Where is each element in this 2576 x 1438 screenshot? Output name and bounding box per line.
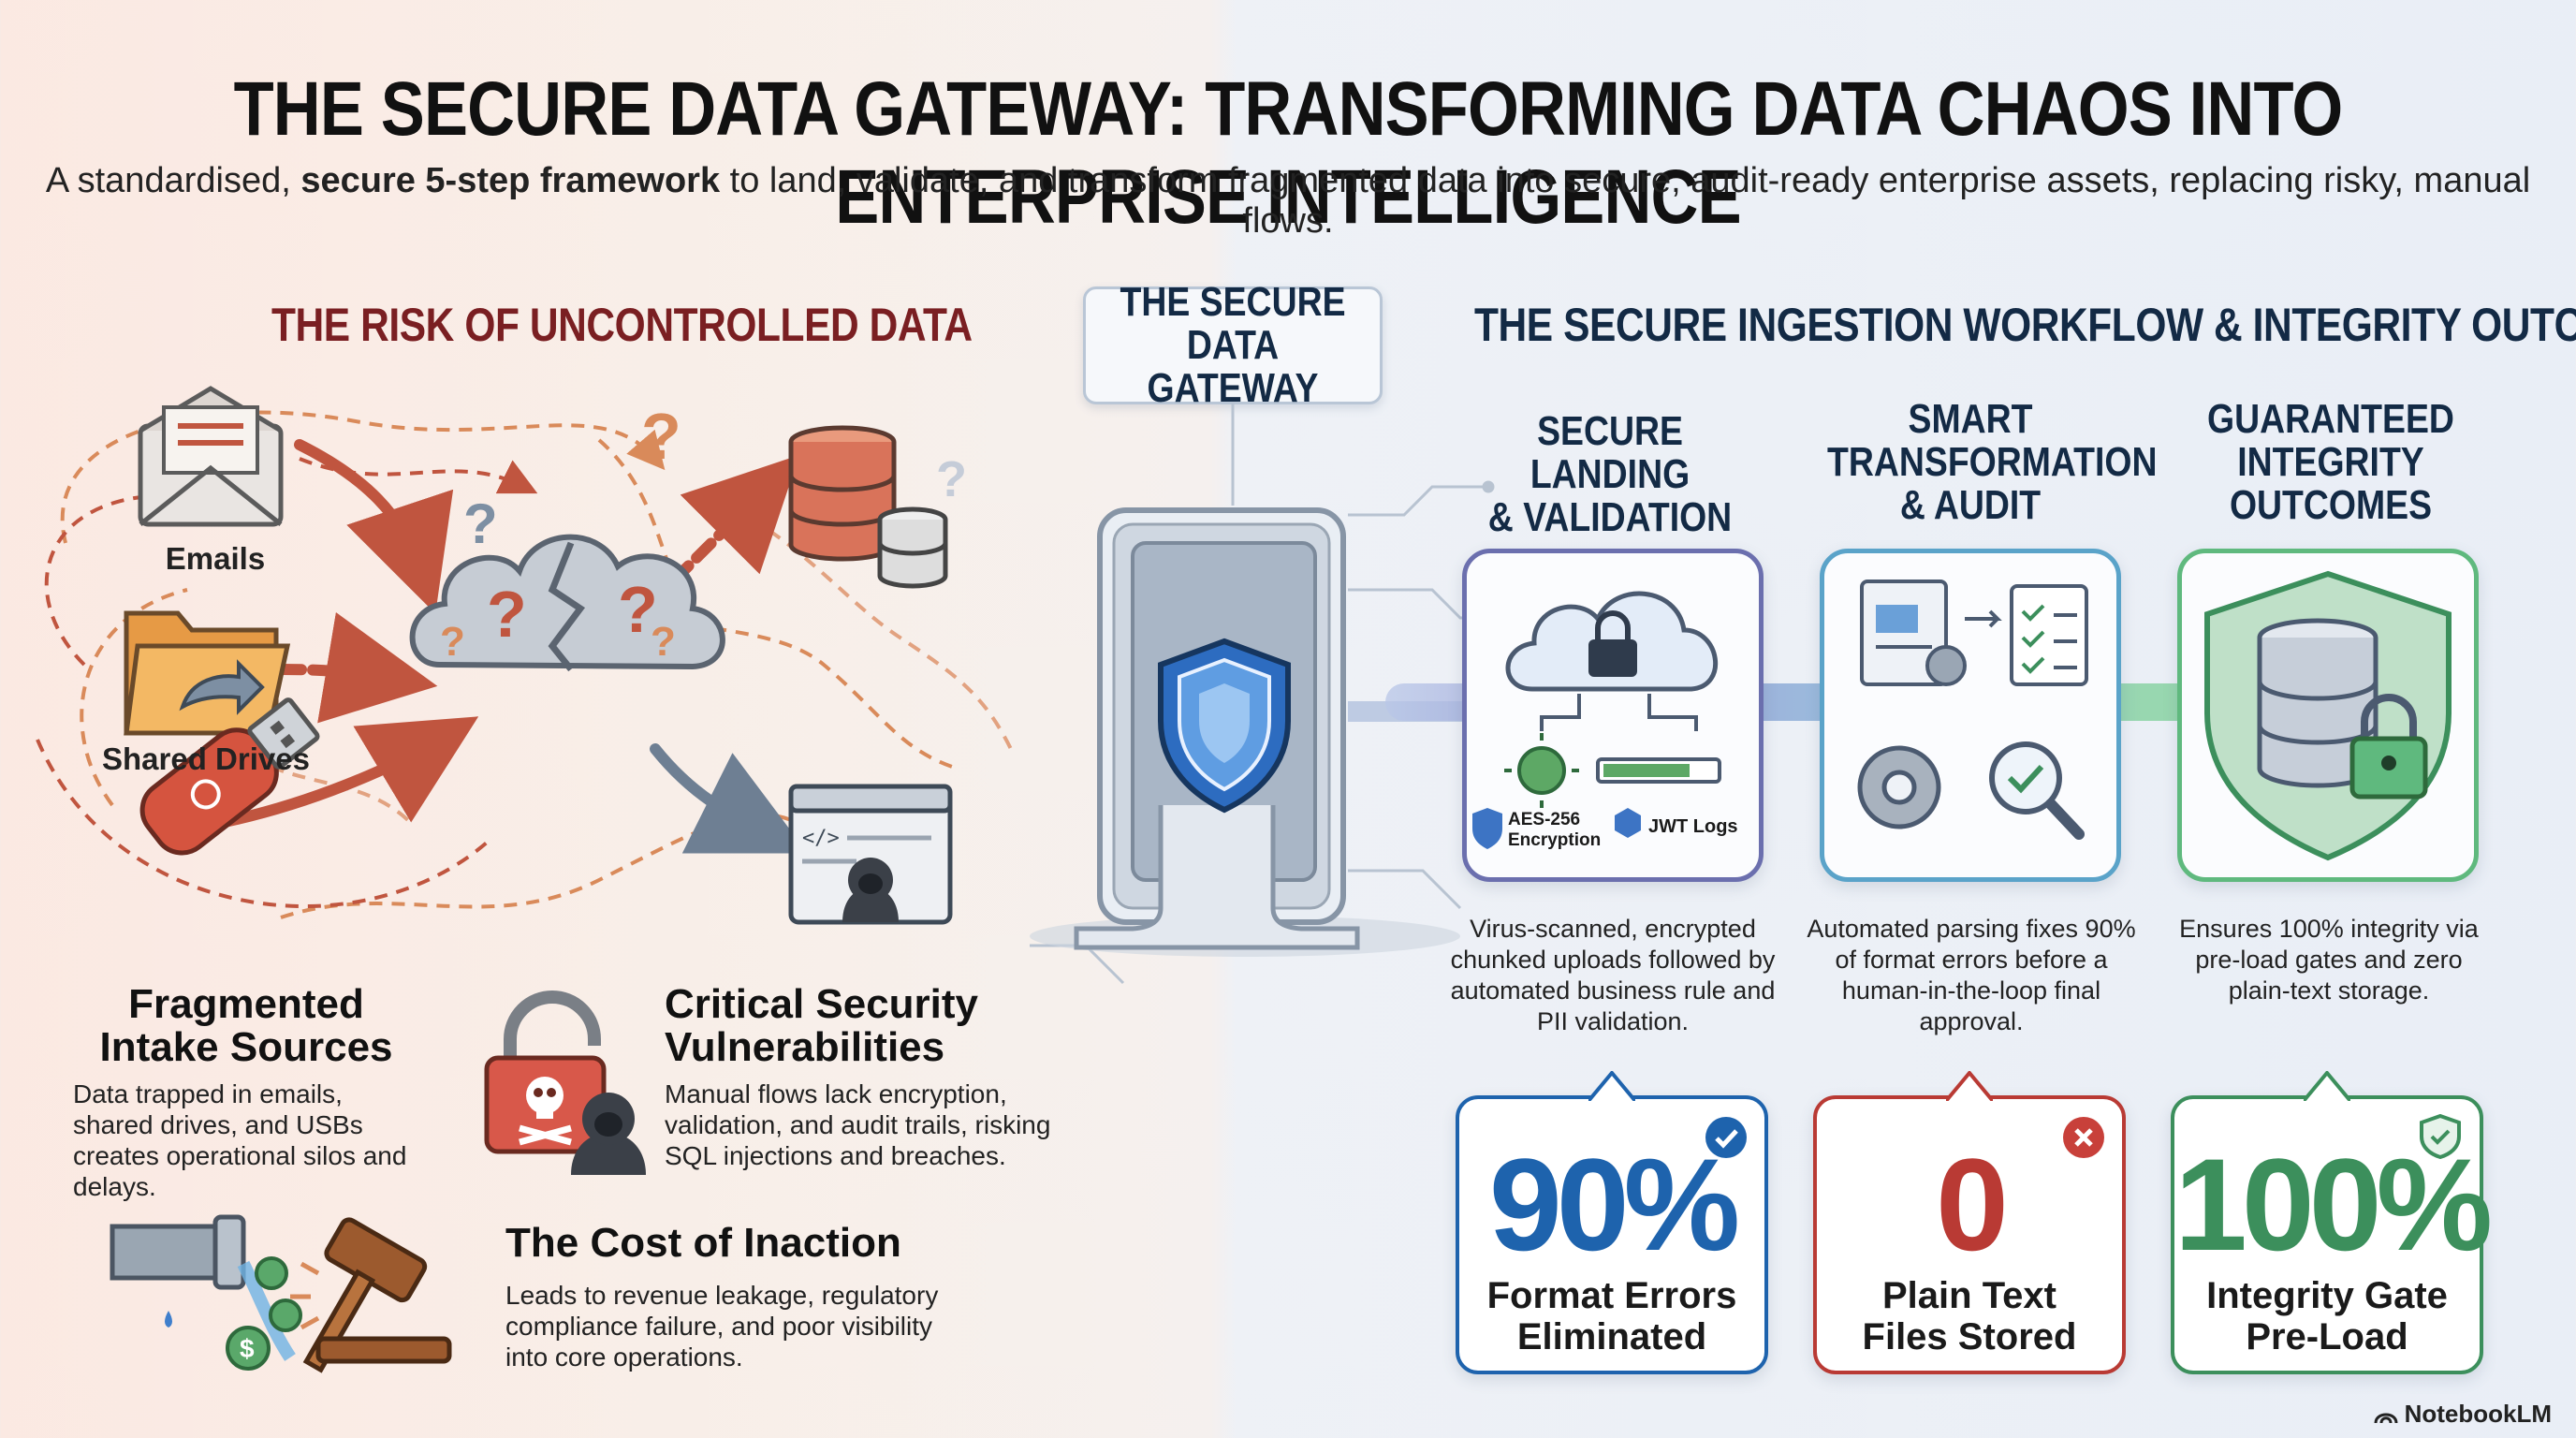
close-icon <box>2063 1117 2104 1158</box>
padlock-skull-icon <box>484 990 646 1175</box>
shield-icon <box>1158 638 1291 814</box>
step-card-illustration: AES-256 JWT Logs Encryption <box>1472 591 1738 850</box>
step-card-smart-transformation <box>1820 549 2121 882</box>
step-card-secure-landing: AES-256 JWT Logs Encryption <box>1462 549 1764 882</box>
risk-item-fragmented: Fragmented Intake Sources Data trapped i… <box>73 983 419 1202</box>
database-icon <box>2257 618 2378 788</box>
gateway-label-box: THE SECURE DATA GATEWAY <box>1083 281 1383 410</box>
badge-aes-line2: Encryption <box>1508 830 1601 850</box>
virus-icon <box>1517 746 1566 795</box>
svg-text:?: ? <box>618 573 658 646</box>
source-label-shared-drives: Shared Drives <box>102 741 310 776</box>
card-pointer <box>1946 1071 1993 1101</box>
question-mark-icon: ? <box>641 400 681 473</box>
page-subtitle: A standardised, secure 5-step framework … <box>0 161 2576 242</box>
metric-value: 0 <box>1936 1131 2009 1278</box>
database-icon <box>788 425 948 589</box>
risk-title: The Cost of Inaction <box>505 1220 901 1266</box>
step-card-integrity-outcomes <box>2177 549 2479 882</box>
hacker-window-icon: </> <box>788 784 953 925</box>
step-title-smart-transformation: SMART TRANSFORMATION & AUDIT <box>1827 396 2158 528</box>
card-pointer <box>2304 1071 2350 1101</box>
question-mark-icon: ? <box>936 451 967 507</box>
badge-aes: AES-256 <box>1508 810 1580 829</box>
workflow-section-heading: THE SECURE INGESTION WORKFLOW & INTEGRIT… <box>1474 299 2576 351</box>
metric-card-format-errors: 90% Format Errors Eliminated <box>1456 1071 1768 1374</box>
gateway-label: THE SECURE DATA GATEWAY <box>1120 279 1346 411</box>
broken-cloud-icon: ? ? ? ? <box>409 534 725 672</box>
step-card-illustration <box>1857 580 2088 840</box>
data-chaos-illustration: ? ? ? ? ? ? ? </> <box>36 386 1013 925</box>
step-title-secure-landing: SECURE LANDING & VALIDATION <box>1487 408 1733 540</box>
card-pointer <box>1588 1071 1635 1101</box>
risk-title: Critical Security Vulnerabilities <box>665 981 979 1070</box>
source-label-emails: Emails <box>165 541 266 576</box>
gateway-device-illustration <box>1030 403 1498 985</box>
cube-icon <box>1615 808 1641 838</box>
risk-title: Fragmented Intake Sources <box>99 981 393 1070</box>
metric-label: Plain Text Files Stored <box>1862 1275 2077 1357</box>
svg-text:?: ? <box>651 619 676 665</box>
question-mark-icon: ? <box>463 492 498 555</box>
metric-label: Integrity Gate Pre-Load <box>2206 1275 2448 1357</box>
svg-text:?: ? <box>487 578 527 651</box>
email-envelope-icon <box>138 386 284 527</box>
lock-icon <box>1588 639 1637 677</box>
subtitle-text-start: A standardised, <box>45 161 301 200</box>
risk-description: Manual flows lack encryption, validation… <box>665 1079 1051 1170</box>
metric-value: 90% <box>1488 1131 1740 1278</box>
step-description: Automated parsing fixes 90% of format er… <box>1807 915 2136 1035</box>
shield-icon <box>1472 808 1502 849</box>
metric-card-integrity-gate: 100% Integrity Gate Pre-Load <box>2171 1071 2493 1374</box>
step-card-illustration <box>2204 570 2452 861</box>
metric-card-plain-text: 0 Plain Text Files Stored <box>1813 1071 2126 1374</box>
check-icon <box>1705 1117 1747 1158</box>
magnifier-icon <box>1989 741 2062 814</box>
subtitle-bold: secure 5-step framework <box>300 161 721 200</box>
usb-drive-icon <box>139 697 320 856</box>
gear-icon <box>1925 645 1967 686</box>
shield-check-icon <box>2420 1114 2461 1159</box>
checklist-icon <box>2010 584 2088 686</box>
brand-name: NotebookLM <box>2404 1400 2552 1428</box>
metric-label: Format Errors Eliminated <box>1486 1275 1737 1357</box>
svg-text:$: $ <box>240 1334 255 1363</box>
risk-description: Data trapped in emails, shared drives, a… <box>73 1079 407 1201</box>
risk-section-heading: THE RISK OF UNCONTROLLED DATA <box>271 299 973 351</box>
notebooklm-logo-icon <box>2374 1413 2398 1423</box>
step-description: Ensures 100% integrity via pre-load gate… <box>2179 915 2479 1005</box>
risk-item-inaction: The Cost of Inaction Leads to revenue le… <box>505 1222 973 1372</box>
step-title-integrity-outcomes: GUARANTEED INTEGRITY OUTCOMES <box>2207 396 2454 528</box>
brand-mark: NotebookLM <box>2373 1400 2552 1429</box>
shared-folder-icon <box>124 610 291 736</box>
leaking-pipe-gavel-icon: $ <box>110 1214 452 1373</box>
risk-item-security: Critical Security Vulnerabilities Manual… <box>665 983 1058 1171</box>
risk-description: Leads to revenue leakage, regulatory com… <box>505 1281 939 1372</box>
svg-text:</>: </> <box>802 827 840 850</box>
badge-jwt: JWT Logs <box>1648 816 1738 837</box>
svg-text:?: ? <box>440 619 465 665</box>
page-title: THE SECURE DATA GATEWAY: TRANSFORMING DA… <box>233 66 2344 240</box>
subtitle-text-end: to land, validate, and transform fragmen… <box>720 161 2531 241</box>
step-description: Virus-scanned, encrypted chunked uploads… <box>1450 915 1776 1035</box>
lock-icon <box>2361 694 2417 741</box>
